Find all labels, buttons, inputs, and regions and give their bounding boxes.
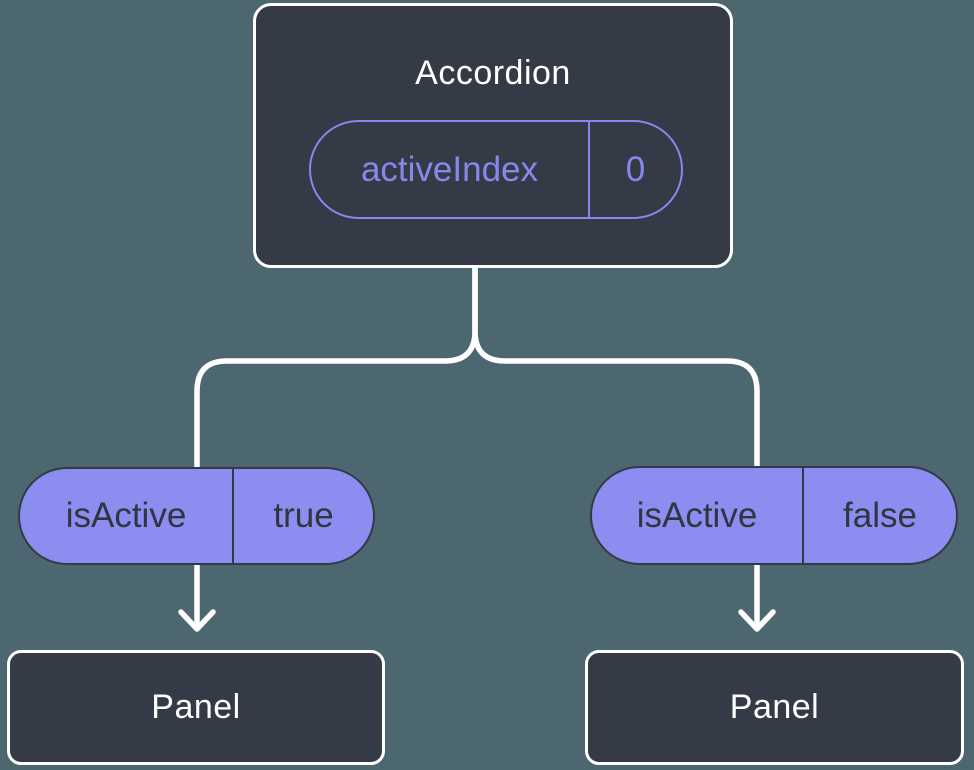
panel-node-title: Panel <box>729 688 820 726</box>
prop-value-label: false <box>802 468 956 563</box>
is-active-prop-pill-right: isActive false <box>590 466 958 565</box>
active-index-prop-pill: activeIndex 0 <box>309 120 683 219</box>
branch-line-right <box>472 265 760 631</box>
accordion-node: Accordion activeIndex 0 <box>253 3 733 268</box>
prop-name-label: isActive <box>65 496 187 535</box>
prop-name-label: activeIndex <box>360 149 539 189</box>
panel-node-right: Panel <box>585 650 964 765</box>
prop-value-label: 0 <box>588 122 681 217</box>
panel-node-title: Panel <box>151 688 241 726</box>
is-active-prop-pill-left: isActive true <box>18 467 375 565</box>
arrowhead-down-icon <box>738 609 776 632</box>
prop-value-label: true <box>232 469 373 563</box>
prop-name-label: isActive <box>636 495 758 535</box>
arrowhead-down-icon <box>178 609 216 632</box>
panel-node-left: Panel <box>7 650 385 765</box>
accordion-node-title: Accordion <box>415 54 571 92</box>
branch-line-left <box>194 265 478 631</box>
